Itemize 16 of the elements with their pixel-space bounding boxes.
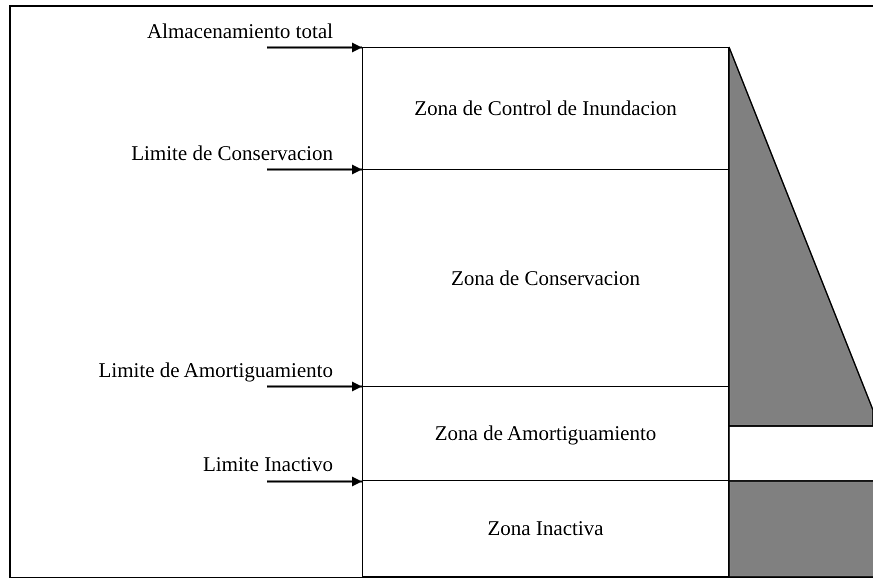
boundary-label: Limite Inactivo [60, 452, 333, 482]
zone-label: Zona de Amortiguamiento [434, 421, 656, 446]
zone-box [362, 386, 729, 481]
boundary-label: Limite de Conservacion [30, 141, 333, 165]
zone-label: Zona de Control de Inundacion [414, 96, 677, 121]
zone-box [362, 168, 729, 388]
boundary-label: Almacenamiento total [60, 19, 333, 43]
arrow [267, 42, 362, 52]
zone-box [362, 480, 729, 577]
arrow [267, 164, 362, 174]
zone-box [362, 47, 729, 170]
zone-label: Zona Inactiva [487, 516, 604, 541]
arrow [267, 476, 362, 486]
arrow [267, 382, 362, 392]
zone-label: Zona de Conservacion [451, 266, 640, 290]
boundary-label: Limite de Amortiguamiento [10, 358, 333, 382]
